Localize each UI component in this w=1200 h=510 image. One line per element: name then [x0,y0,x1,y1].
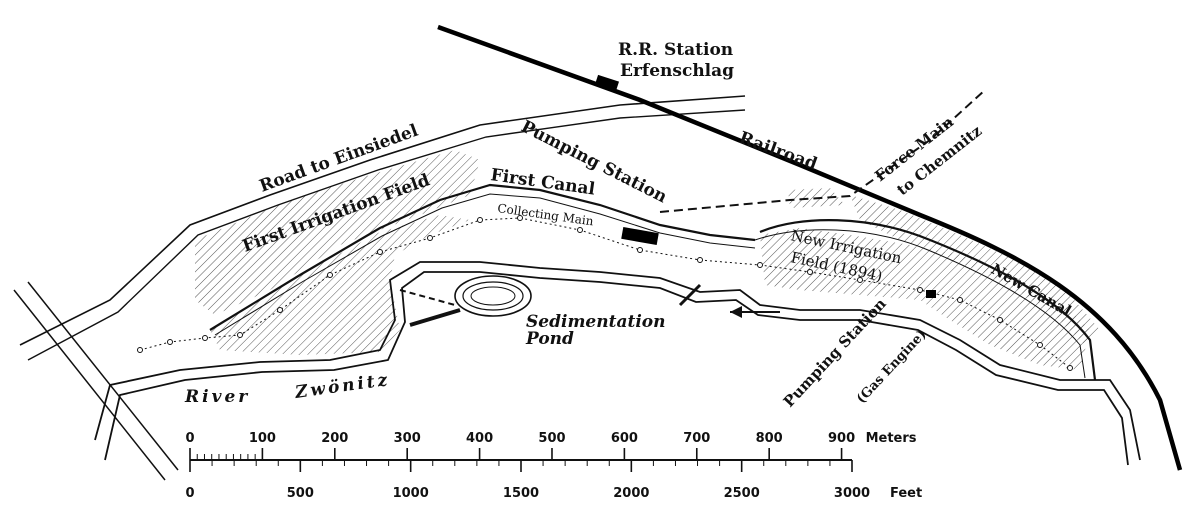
river-zwonitz-bank [104,271,1129,466]
new-canal [759,219,1097,381]
rr-station-building [594,74,620,92]
feet-tick-label: 3000 [834,486,870,501]
new-canal-inner [754,229,1086,379]
road-to-einsiedel [19,95,746,346]
first-irrigation-field-lower [210,215,470,355]
gas-engine-label: (Gas Engine) [854,327,930,407]
collecting-main-label: Collecting Main [497,201,595,228]
feet-tick-label: 500 [287,486,314,501]
railroad-line [437,24,1183,471]
flow-arrow-head [730,306,742,318]
meters-tick-label: 300 [394,431,421,446]
road-to-einsiedel-edge [27,109,746,361]
new-irrigation-field-area [760,228,1090,370]
first-canal-label: First Canal [489,165,597,200]
canal-connector [678,283,702,307]
first-irrigation-field-area [195,150,480,315]
pond-connection-dashed [399,289,456,306]
meters-tick-label: 200 [321,431,348,446]
sedimentation-pond [454,275,532,317]
meters-unit-label: Meters [866,431,917,446]
river-name-label: Zwönitz [293,370,392,403]
pond-outlet [409,308,461,327]
meters-tick-label: 400 [466,431,493,446]
pumping-station-building [621,226,659,246]
meters-tick-label: 800 [756,431,783,446]
river-zwonitz [94,261,1141,461]
rr-station-name: Erfenschlag [620,61,734,81]
first-canal [209,183,756,331]
feet-tick-label: 1500 [503,486,539,501]
crossing-road [13,289,166,481]
meters-tick-label: 0 [185,431,194,446]
rr-station-label: R.R. Station [618,40,733,60]
meters-tick-label: 100 [249,431,276,446]
collecting-main-nodes [137,215,1073,371]
first-canal-inner [214,193,756,336]
sedimentation-pond-label: Pond [525,329,574,349]
feet-unit-label: Feet [890,486,922,501]
force-main-line [659,89,986,213]
feet-tick-label: 2500 [724,486,760,501]
river-label: River [184,387,250,407]
meters-tick-label: 500 [538,431,565,446]
railroad-label: Railroad [736,128,820,175]
feet-tick-label: 2000 [613,486,649,501]
gas-engine-station-building [926,290,936,298]
feet-tick-label: 0 [185,486,194,501]
meters-tick-label: 600 [611,431,638,446]
meters-tick-label: 700 [683,431,710,446]
feet-tick-label: 1000 [393,486,429,501]
scale-bar: 0 100 200 300 400 500 600 700 800 900 Meters 0 500 10… [185,431,922,501]
meters-tick-label: 900 [828,431,855,446]
sedimentation-label: Sedimentation [526,312,665,332]
crossing-road-edge [27,281,179,471]
